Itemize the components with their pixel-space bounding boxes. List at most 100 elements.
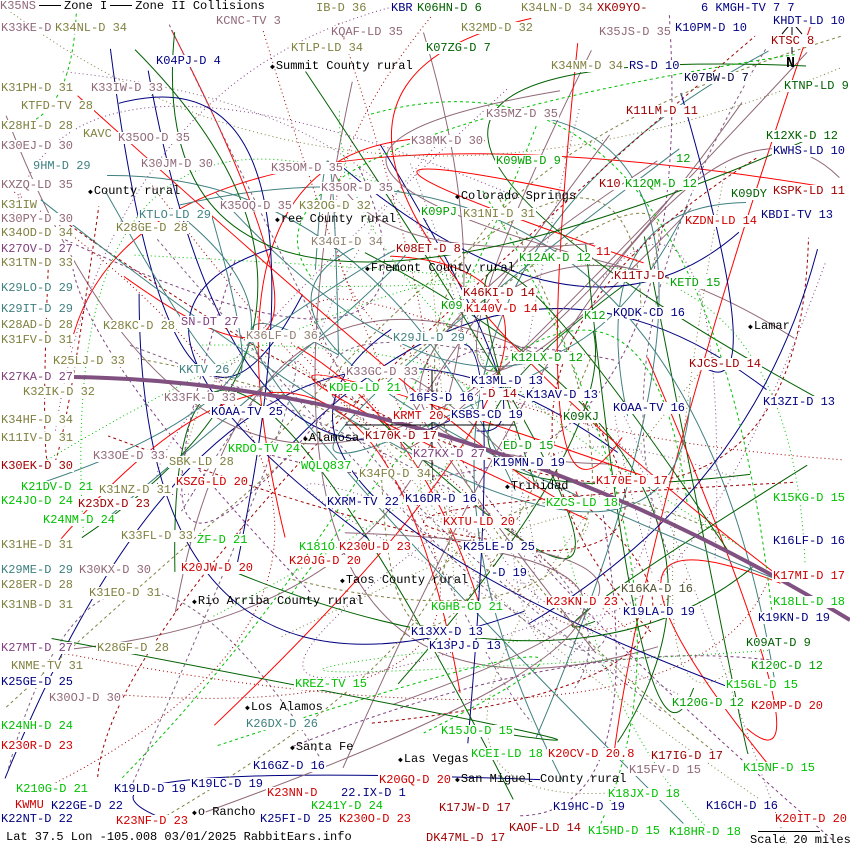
station-label[interactable]: SN-DT 27 [180, 315, 240, 329]
station-label[interactable]: 16FS-D 16 [408, 391, 475, 405]
station-label[interactable]: K09 [440, 299, 464, 313]
station-label[interactable]: KKTV 26 [178, 363, 231, 377]
station-label[interactable]: KTNP-LD 9 [783, 79, 850, 93]
station-label[interactable]: K09PJ [420, 205, 459, 219]
station-label[interactable]: XK09YO- [596, 1, 649, 15]
station-label[interactable]: K170E-D 17 [595, 474, 670, 488]
station-label[interactable]: K33FL-D 33 [120, 529, 195, 543]
station-label[interactable]: K20JW-D 20 [180, 561, 255, 575]
station-label[interactable]: KQDK-CD 16 [612, 306, 687, 320]
station-label[interactable]: K25FI-D 25 [259, 812, 334, 826]
station-label[interactable]: K33IW-D 33 [90, 81, 165, 95]
station-label[interactable]: K31NZ-D 31 [98, 483, 173, 497]
station-label[interactable]: KRDO-TV 24 [227, 442, 302, 456]
station-label[interactable]: KJCS-LD 14 [688, 357, 763, 371]
station-label[interactable]: K28GE-D 28 [115, 221, 190, 235]
station-label[interactable]: K31PH-D 31 [0, 81, 75, 95]
station-label[interactable]: K13PJ-D 13 [428, 639, 503, 653]
station-label[interactable]: SBK-LD 28 [168, 455, 235, 469]
station-label[interactable]: KETD 15 [669, 276, 722, 290]
station-label[interactable]: KREZ-TV 15 [294, 677, 369, 691]
station-label[interactable]: K13XX-D 13 [410, 625, 485, 639]
station-label[interactable]: K33OE-D 33 [92, 449, 167, 463]
station-label[interactable]: KWMU [14, 798, 45, 812]
station-label[interactable]: K230R-D 23 [0, 739, 75, 753]
station-label[interactable]: K25LE-D 25 [462, 540, 537, 554]
station-label[interactable]: K12AK-D 12 [518, 251, 593, 265]
station-label[interactable]: -D 14 [480, 387, 519, 401]
station-label[interactable]: KSZG-LD 20 [175, 475, 250, 489]
station-label[interactable]: K28AD-D 28 [0, 318, 75, 332]
station-label[interactable]: K11IV-D 31 [0, 431, 75, 445]
station-label[interactable]: RS-D 10 [628, 59, 681, 73]
station-label[interactable]: K17IG-D 17 [650, 749, 725, 763]
station-label[interactable]: KZCS-LD 18 [545, 496, 620, 510]
station-label[interactable]: ZF-D 21 [196, 533, 249, 547]
station-label[interactable]: KCEI-LD 18 [470, 747, 545, 761]
station-label[interactable]: -D 19 [490, 566, 529, 580]
station-label[interactable]: K120G-D 12 [671, 696, 746, 710]
station-label[interactable]: KCNC-TV 3 [215, 14, 282, 28]
station-label[interactable]: K18JX-D 18 [607, 787, 682, 801]
station-label[interactable]: K31FV-D 31 [0, 333, 75, 347]
station-label[interactable]: K22GE-D 22 [50, 799, 125, 813]
station-label[interactable]: K34LN-D 34 [520, 1, 595, 15]
station-label[interactable]: KDEO-LD 21 [328, 381, 403, 395]
station-label[interactable]: K32MD-D 32 [460, 21, 535, 35]
station-label[interactable]: KOAA-TV 16 [612, 401, 687, 415]
station-label[interactable]: KWHS-LD 10 [772, 144, 847, 158]
station-label[interactable]: K15HD-D 15 [587, 824, 662, 838]
station-label[interactable]: WQLQ837 [300, 459, 353, 473]
station-label[interactable]: K13ML-D 13 [470, 374, 545, 388]
station-label[interactable]: K230U-D 23 [338, 540, 413, 554]
station-label[interactable]: K23NF-D 23 [115, 814, 190, 828]
station-label[interactable]: K30PY-D 30 [0, 212, 75, 226]
station-label[interactable]: K07ZG-D 7 [425, 41, 492, 55]
station-label[interactable]: KXTU-LD 20 [442, 515, 517, 529]
station-label[interactable]: K30EJ-D 30 [0, 139, 75, 153]
station-label[interactable]: K19LC-D 19 [190, 777, 265, 791]
station-label[interactable]: K19HC-D 19 [552, 800, 627, 814]
station-label[interactable]: K20IT-D 20 [774, 812, 849, 826]
station-label[interactable]: K17MI-D 17 [772, 569, 847, 583]
station-label[interactable]: KSPK-LD 11 [772, 184, 847, 198]
station-label[interactable]: K120C-D 12 [750, 659, 825, 673]
station-label[interactable]: K33GC-D 33 [345, 365, 420, 379]
station-label[interactable]: K11LM-D 11 [625, 104, 700, 118]
station-label[interactable]: K230O-D 23 [338, 812, 413, 826]
station-label[interactable]: KZDN-LD 14 [684, 214, 759, 228]
station-label[interactable]: K12 [583, 309, 607, 323]
station-label[interactable]: 9HM-D 29 [32, 159, 92, 173]
station-label[interactable]: KHDT-LD 10 [772, 14, 847, 28]
station-label[interactable]: 11 [595, 245, 612, 259]
station-label[interactable]: K07BW-D 7 [683, 71, 750, 85]
station-label[interactable]: K36LF-D 36 [245, 329, 320, 343]
station-label[interactable]: K10PM-D 10 [674, 21, 749, 35]
station-label[interactable]: K22NT-D 22 [0, 812, 75, 826]
station-label[interactable]: K12LX-D 12 [510, 351, 585, 365]
station-label[interactable]: KAOF-LD 14 [508, 821, 583, 835]
station-label[interactable]: K20CV-D 20.8 [547, 747, 636, 761]
station-label[interactable]: K33KE-D [0, 21, 53, 35]
station-label[interactable]: KOAA-TV 25 [210, 405, 285, 419]
station-label[interactable]: K210G-D 21 [15, 782, 90, 796]
station-label[interactable]: K25GE-D 25 [0, 675, 75, 689]
station-label[interactable]: K28KC-D 28 [102, 319, 177, 333]
station-label[interactable]: DK47ML-D 17 [425, 831, 507, 845]
station-label[interactable]: K24JO-D 24 [0, 494, 75, 508]
station-label[interactable]: K20JG-D 20 [288, 554, 363, 568]
station-label[interactable]: KGHB-CD 21 [430, 600, 505, 614]
station-label[interactable]: K11TJ-D [613, 269, 666, 283]
station-label[interactable]: ED-D 15 [502, 439, 555, 453]
station-label[interactable]: K16CH-D 16 [705, 799, 780, 813]
station-label[interactable]: K34OD-D 34 [0, 226, 75, 240]
station-label[interactable]: K34NM-D 34 [550, 59, 625, 73]
station-label[interactable]: K32IK-D 32 [22, 385, 97, 399]
station-label[interactable]: K35OO-D 35 [117, 131, 192, 145]
station-label[interactable]: K29JL-D 29 [392, 331, 467, 345]
station-label[interactable]: K34FQ-D 34 [358, 467, 433, 481]
station-label[interactable]: K34HF-D 34 [0, 413, 75, 427]
station-label[interactable]: K33FK-D 33 [163, 391, 238, 405]
station-label[interactable]: K241Y-D 24 [310, 799, 385, 813]
station-label[interactable]: K23DX-D 23 [77, 497, 152, 511]
